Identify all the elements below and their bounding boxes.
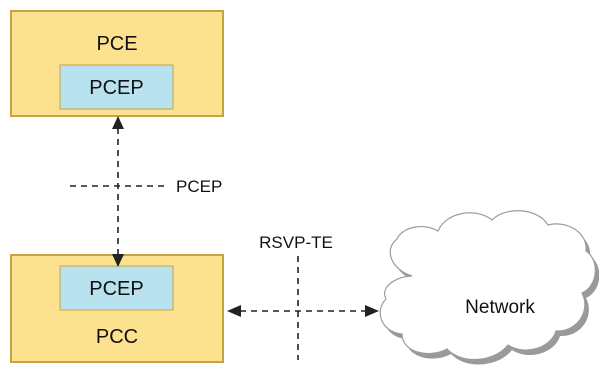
pcep-link-label: PCEP (176, 177, 222, 196)
pce-label: PCE (96, 33, 137, 55)
pcc-pcep-label: PCEP (89, 278, 143, 300)
network-label: Network (465, 297, 535, 318)
pcc-node: PCEP PCC (10, 254, 224, 363)
pce-pcc-link: PCEP (70, 116, 222, 267)
pce-pcep-box (59, 64, 174, 110)
pcc-label: PCC (96, 326, 138, 348)
pce-pcep-label: PCEP (89, 77, 143, 99)
pce-node: PCE PCEP (10, 10, 224, 117)
pcc-pcep-box (59, 265, 174, 311)
arrow-right-icon (365, 305, 379, 317)
arrow-left-icon (227, 305, 241, 317)
network-cloud: Network (379, 210, 599, 365)
arrow-up-icon (112, 116, 124, 129)
arrow-down-icon (112, 254, 124, 267)
rsvp-te-link-label: RSVP-TE (259, 233, 333, 252)
pcc-network-link: RSVP-TE (227, 233, 379, 360)
cloud-body (379, 210, 596, 361)
